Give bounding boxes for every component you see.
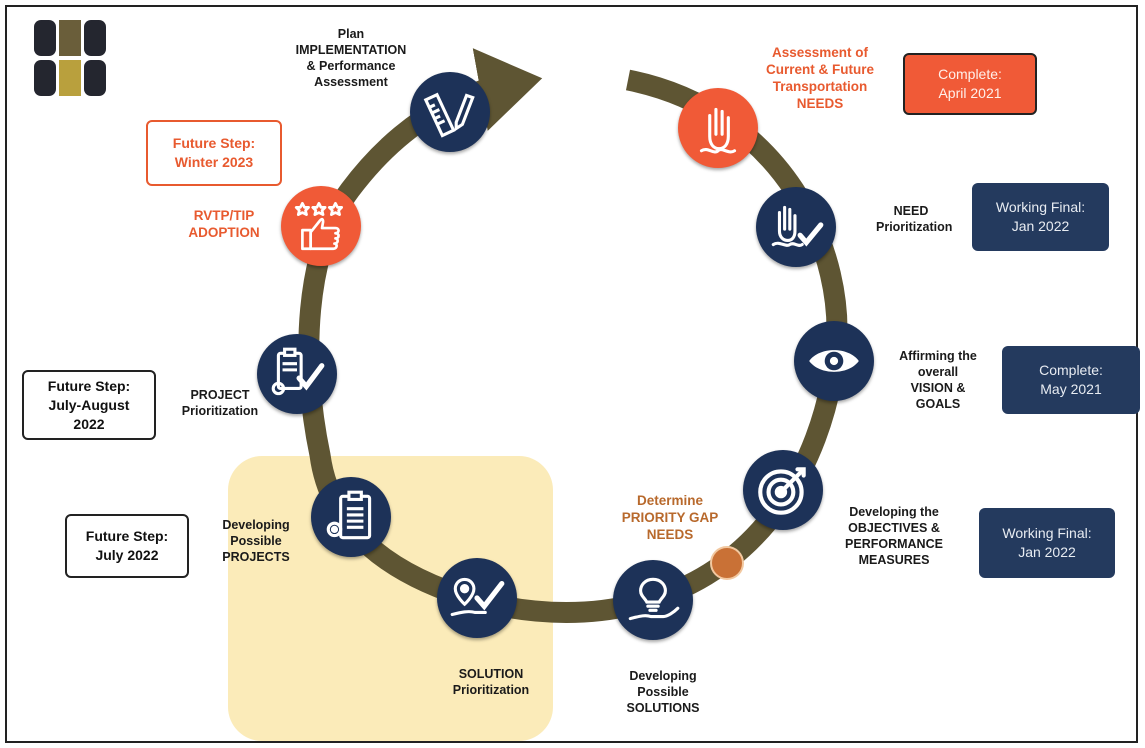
step-vision-goals-label: Affirming the overall VISION & GOALS	[899, 349, 977, 411]
target-icon	[758, 467, 806, 515]
step-project-prioritization-node	[257, 334, 337, 414]
clipboard-check-icon	[271, 347, 325, 396]
step-implementation-node	[410, 72, 490, 152]
status-assessment: Complete: April 2021	[903, 53, 1037, 115]
step-assessment-label: Assessment of Current & Future Transport…	[766, 45, 874, 111]
raised-hand-icon	[699, 107, 737, 154]
step-solution-prioritization-node	[437, 558, 517, 638]
status-need-prioritization: Working Final: Jan 2022	[972, 183, 1109, 251]
lightbulb-hand-icon	[628, 577, 680, 621]
hand-check-icon	[771, 205, 824, 247]
priority-gap-marker	[710, 546, 744, 580]
step-objectives-label: Developing the OBJECTIVES & PERFORMANCE …	[845, 505, 943, 567]
status-objectives: Working Final: Jan 2022	[979, 508, 1115, 578]
status-possible-projects: Future Step: July 2022	[65, 514, 189, 578]
step-possible-projects-node	[311, 477, 391, 557]
eye-icon	[809, 350, 859, 372]
thumbs-up-stars-icon	[294, 201, 344, 251]
step-adoption-node	[281, 186, 361, 266]
step-solution-prioritization-label: SOLUTION Prioritization	[452, 667, 530, 697]
step-priority-gap-label: Determine PRIORITY GAP NEEDS	[621, 493, 719, 542]
step-vision-goals-node	[794, 321, 874, 401]
ruler-pencil-icon	[423, 92, 475, 138]
step-implementation-label: Plan IMPLEMENTATION & Performance Assess…	[295, 27, 407, 89]
step-possible-solutions-node	[613, 560, 693, 640]
step-possible-projects-label: Developing Possible PROJECTS	[222, 518, 290, 564]
step-need-prioritization-label: NEED Prioritization	[876, 204, 953, 234]
status-adoption: Future Step: Winter 2023	[146, 120, 282, 186]
step-adoption-label: RVTP/TIP ADOPTION	[188, 208, 260, 240]
pin-check-icon	[450, 577, 505, 617]
logo-icon	[34, 20, 106, 96]
step-possible-solutions-label: Developing Possible SOLUTIONS	[626, 669, 700, 715]
step-objectives-node	[743, 450, 823, 530]
status-project-prioritization: Future Step: July-August 2022	[22, 370, 156, 440]
status-vision-goals: Complete: May 2021	[1002, 346, 1140, 414]
step-need-prioritization-node	[756, 187, 836, 267]
clipboard-gear-icon	[326, 490, 372, 540]
step-assessment-node	[678, 88, 758, 168]
step-project-prioritization-label: PROJECT Prioritization	[181, 388, 259, 418]
